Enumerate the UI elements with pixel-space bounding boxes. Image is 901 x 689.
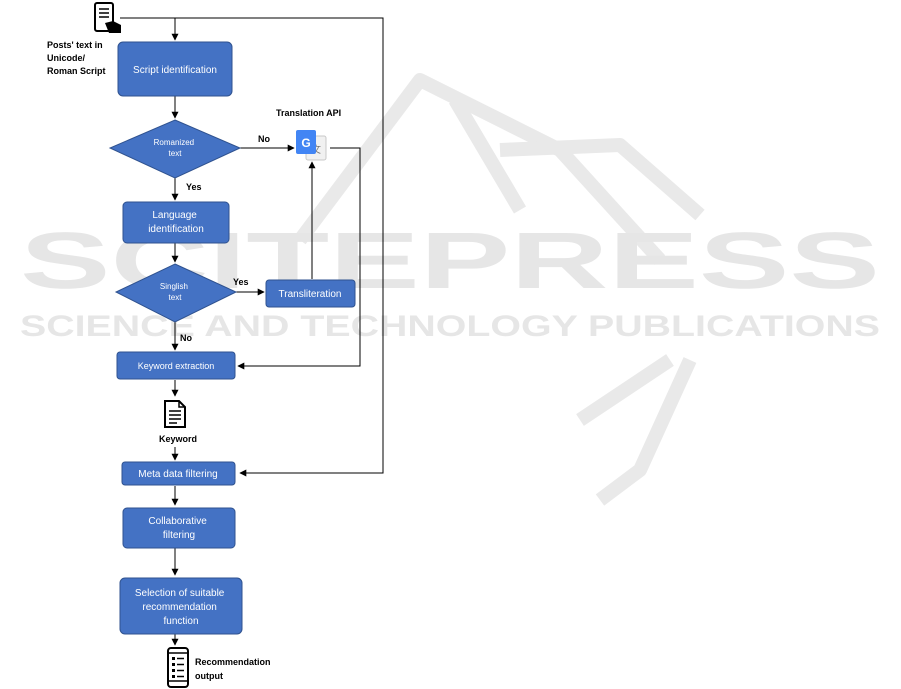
watermark-tagline: SCIENCE AND TECHNOLOGY PUBLICATIONS [20, 310, 880, 343]
svg-text:Singlish text: Singlish text [160, 282, 190, 302]
svg-text:G: G [301, 136, 310, 150]
label-yes-singlish: Yes [233, 277, 249, 287]
document-icon [164, 400, 186, 428]
node-singlish-text: Singlish text [114, 263, 238, 323]
posts-text-label: Posts' text in Unicode/ Roman Script [47, 40, 106, 76]
recommendation-output-label: Recommendation output [195, 657, 273, 681]
svg-text:Language identification: Language identification [148, 210, 204, 235]
svg-text:Script identification: Script identification [133, 65, 217, 76]
google-translate-icon: 文 G [296, 130, 327, 161]
node-transliteration: Transliteration [265, 279, 356, 308]
node-selection-recommendation-function: Selection of suitable recommendation fun… [119, 577, 243, 635]
label-no-romanized: No [258, 134, 270, 144]
translation-api-label: Translation API [276, 108, 341, 118]
line-translate-to-keyword [237, 147, 361, 370]
phone-list-icon [167, 647, 189, 688]
node-language-identification: Language identification [122, 201, 230, 244]
svg-text:Transliteration: Transliteration [279, 289, 342, 300]
label-no-singlish: No [180, 333, 192, 343]
connectors [120, 17, 384, 646]
line-input-to-meta [120, 17, 384, 477]
svg-text:Romanized text: Romanized text [154, 138, 197, 158]
arrow-input-to-script [120, 17, 179, 41]
svg-text:Keyword extraction: Keyword extraction [138, 361, 215, 371]
node-collaborative-filtering: Collaborative filtering [122, 507, 236, 549]
label-yes-romanized: Yes [186, 182, 202, 192]
node-keyword-extraction: Keyword extraction [116, 351, 236, 380]
phone-hand-icon [94, 2, 121, 33]
keyword-label: Keyword [159, 434, 197, 444]
svg-text:Collaborative filtering: Collaborative filtering [148, 516, 209, 541]
svg-text:Meta data filtering: Meta data filtering [138, 469, 218, 480]
node-meta-data-filtering: Meta data filtering [121, 461, 236, 486]
node-romanized-text: Romanized text [108, 119, 242, 179]
node-script-identification: Script identification [117, 41, 233, 97]
svg-text:Selection of suitable re: Selection of suitable recommendation fun… [135, 588, 227, 627]
